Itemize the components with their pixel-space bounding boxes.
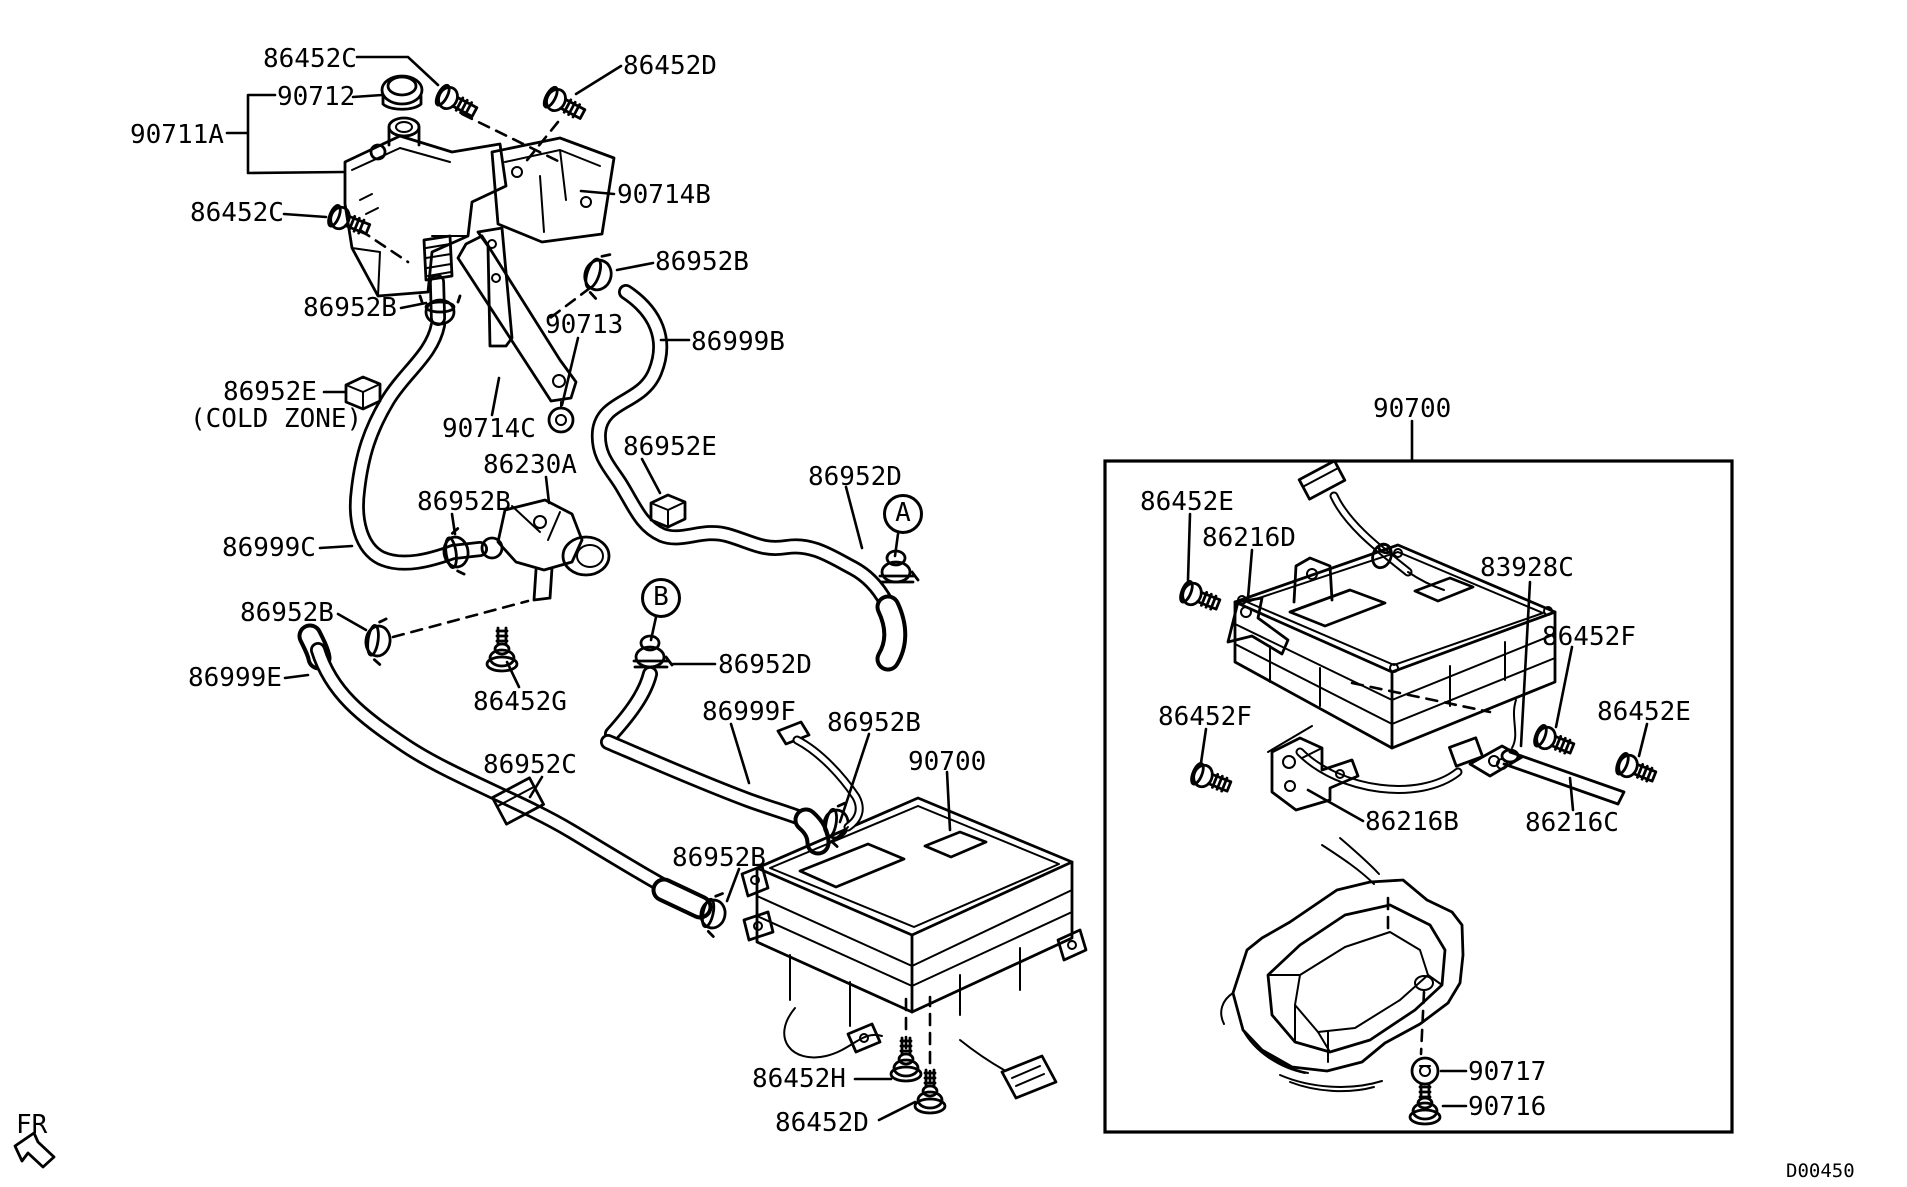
- harness-cable-right-drawing: [1297, 459, 1445, 591]
- hose-86999e-drawing: [297, 623, 713, 920]
- clamp-86952c-drawing: [491, 776, 545, 826]
- part-label-90716: 90716: [1468, 1092, 1547, 1122]
- part-label-86216d: 86216D: [1202, 523, 1296, 553]
- part-label-86952d-a: 86952D: [808, 462, 902, 492]
- cold-zone-note: (COLD ZONE): [190, 404, 363, 434]
- bracket-90713-drawing: [456, 226, 578, 403]
- detail-view-box: [1103, 459, 1734, 1134]
- part-label-90713: 90713: [545, 310, 624, 340]
- leader-lines-right: [1186, 512, 1649, 1108]
- part-label-90700-left: 90700: [908, 747, 987, 777]
- part-label-86452e-2r: 86452E: [1597, 697, 1691, 727]
- part-label-86952b-1: 86952B: [655, 247, 749, 277]
- bracket-86216d-drawing: [1226, 596, 1290, 656]
- part-label-90711a: 90711A: [130, 120, 224, 150]
- part-label-86952b-5: 86952B: [827, 708, 921, 738]
- part-label-86216c: 86216C: [1525, 808, 1619, 838]
- part-label-86952d-b: 86952D: [718, 650, 812, 680]
- bolt-90716-drawing: [1408, 1082, 1442, 1126]
- reservoir-tank-90711a-drawing: [343, 134, 508, 298]
- grommet-90717-drawing: [1410, 1056, 1440, 1086]
- detail-box-title-90700: 90700: [1373, 394, 1452, 424]
- part-label-86452d-top: 86452D: [623, 51, 717, 81]
- part-label-86999b: 86999B: [691, 327, 785, 357]
- part-label-86216b: 86216B: [1365, 807, 1459, 837]
- part-label-86952b-6: 86952B: [672, 843, 766, 873]
- bracket-86216c-drawing: [1468, 744, 1626, 806]
- view-circle-a: A: [883, 494, 923, 534]
- drawing-code: D00450: [1786, 1160, 1855, 1182]
- part-label-86952e-2: 86952E: [623, 432, 717, 462]
- leader-lines-left: [225, 55, 952, 1122]
- part-label-86452c-top: 86452C: [263, 44, 357, 74]
- bracket-90714b-drawing: [490, 136, 616, 244]
- part-label-86452h: 86452H: [752, 1064, 846, 1094]
- bracket-u-drawing: [1292, 556, 1334, 604]
- inverter-unit-left-drawing: [740, 720, 1088, 1100]
- fr-label: FR: [16, 1110, 48, 1140]
- part-label-86230a: 86230A: [483, 450, 577, 480]
- part-label-86452c-2: 86452C: [190, 198, 284, 228]
- hose-86999b-drawing: [590, 284, 908, 672]
- grommet-90714c-drawing: [547, 401, 575, 434]
- part-label-86952b-4: 86952B: [240, 598, 334, 628]
- part-label-86952b-3: 86952B: [417, 487, 511, 517]
- part-label-86999e: 86999E: [188, 663, 282, 693]
- bolt-drawings-left: [327, 83, 947, 1115]
- part-label-86999c: 86999C: [222, 533, 316, 563]
- pump-86230a-drawing: [480, 498, 611, 602]
- part-label-86452d-bottom: 86452D: [775, 1108, 869, 1138]
- part-label-86452f-1: 86452F: [1542, 622, 1636, 652]
- view-circle-b: B: [641, 578, 681, 618]
- bolt-drawings-right: [1179, 580, 1658, 793]
- part-label-90717: 90717: [1468, 1057, 1547, 1087]
- part-label-86952e-coldzone: 86952E: [223, 377, 317, 407]
- inverter-unit-right-drawing: [1233, 543, 1557, 794]
- clamp-86952e-drawing: [649, 493, 687, 529]
- bracket-86216b-drawing: [1270, 736, 1360, 812]
- clip-83928c-drawing: [1496, 699, 1520, 770]
- part-label-86452g: 86452G: [473, 687, 567, 717]
- part-label-86452e-1: 86452E: [1140, 487, 1234, 517]
- part-label-86452f-2: 86452F: [1158, 702, 1252, 732]
- fr-direction-arrow: [13, 1131, 56, 1169]
- part-label-86952c-3: 86952C: [483, 750, 577, 780]
- clamp-86952b-drawings: [364, 253, 850, 938]
- clamp-86952e-cold-zone-drawing: [344, 375, 382, 411]
- battery-tray-drawing: [1220, 837, 1465, 1093]
- reservoir-cap-90712-drawing: [380, 74, 424, 111]
- part-label-90714b: 90714B: [617, 180, 711, 210]
- part-label-90712: 90712: [277, 82, 356, 112]
- part-label-83928c: 83928C: [1480, 553, 1574, 583]
- part-label-90714c: 90714C: [442, 414, 536, 444]
- clamp-86952d-drawings: [632, 549, 920, 669]
- part-label-86952b-2: 86952B: [303, 293, 397, 323]
- part-label-86999f: 86999F: [702, 697, 796, 727]
